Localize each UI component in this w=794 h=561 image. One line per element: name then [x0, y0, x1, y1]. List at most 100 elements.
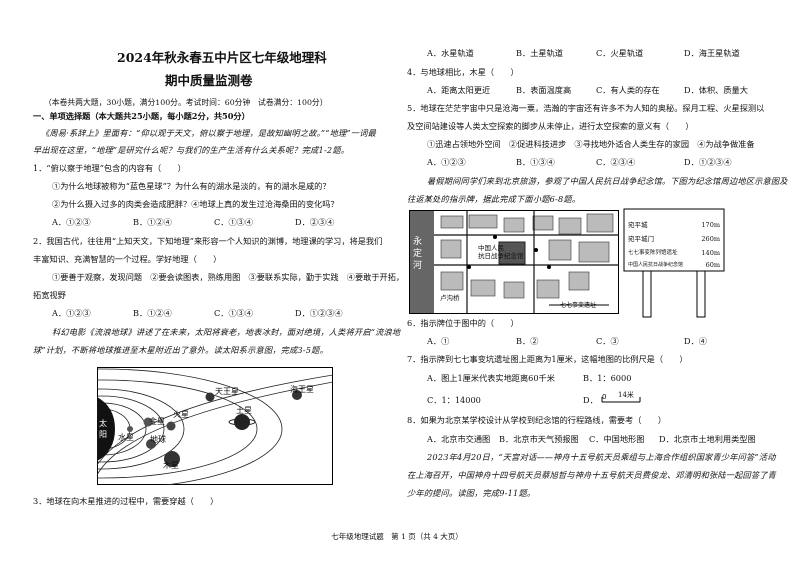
- intro-paragraph: 暑假期间同学们来到北京旅游，参观了中国人民抗日战争纪念馆。下图为纪念馆周边地区示…: [427, 176, 788, 186]
- diagram-label-venus: 金星: [149, 417, 165, 426]
- question-2-statement: ①要善于观察，发现问题 ②要会读图表，熟练用图 ③要联系实际，勤于实践 ④要敢于…: [52, 272, 405, 282]
- option[interactable]: D．④: [684, 336, 707, 346]
- option[interactable]: C．中国地形图: [589, 434, 645, 444]
- question-8-options: A．北京市交通图 B．北京市天气预报图 C．中国地形图 D．北京市土地利用类型图: [427, 434, 756, 445]
- option[interactable]: B．①②④: [133, 308, 172, 318]
- diagram-label-sun: 太阳: [99, 419, 107, 439]
- question-6-options: A．① B．② C．③ D．④: [427, 336, 707, 347]
- question-1-statement: ②为什么摄入过多的肉类会造成肥胖？④地球上真的发生过沧海桑田的变化吗？: [52, 199, 339, 209]
- map-label: 卢沟桥: [440, 294, 460, 302]
- page-subtitle: 期中质量监测卷: [165, 73, 253, 88]
- option[interactable]: B．土星轨道: [516, 48, 563, 58]
- diagram-label-jupiter: 木星: [163, 461, 179, 470]
- option[interactable]: A．水星轨道: [427, 48, 474, 58]
- option[interactable]: B．表面温度高: [516, 85, 572, 95]
- earth-shape: [146, 439, 156, 449]
- option[interactable]: C．①③④: [214, 217, 254, 227]
- map-river-label: 永定河: [413, 237, 423, 271]
- question-5-statement: ①迅速占领地外空间 ②促进科技进步 ③寻找地外适合人类生存的家园 ④为战争做准备: [427, 139, 755, 149]
- option[interactable]: D．北京市土地利用类型图: [659, 434, 756, 444]
- option[interactable]: A．①②③: [52, 217, 91, 227]
- mercury-shape: [127, 426, 133, 432]
- option[interactable]: A．①: [427, 336, 450, 346]
- option[interactable]: B．①②④: [133, 217, 172, 227]
- exam-info: （本卷共两大题，30小题，满分100分。考试时间：60分钟 试卷满分：100分）: [44, 98, 328, 107]
- question-3: 3．地球在向木星推进的过程中，需要穿越（ ）: [33, 496, 219, 506]
- page-title: 2024年秋永春五中片区七年级地理科: [117, 50, 327, 65]
- question-6: 6．指示牌位于图中的（ ）: [407, 318, 519, 328]
- intro-paragraph: 少年的提问。读图，完成9-11题。: [407, 488, 536, 498]
- direction-sign: [623, 208, 725, 318]
- option[interactable]: A．①②③: [427, 157, 466, 167]
- uranus-shape: [205, 392, 215, 402]
- mars-shape: [166, 421, 176, 431]
- intro-paragraph: 在上海召开，中国神舟十四号航天员蔡旭哲与神舟十五号航天员费俊龙、邓清明和张陆一起…: [407, 470, 777, 480]
- question-3-options: A．水星轨道 B．土星轨道 C．火星轨道 D．海王星轨道: [427, 48, 740, 59]
- option[interactable]: C．有人类的存在: [596, 85, 660, 95]
- question-5: 及空间站建设等人类太空探索的脚步从未停止，进行太空探索的意义有（ ）: [407, 121, 694, 131]
- diagram-label-mercury: 水星: [118, 433, 134, 442]
- question-7-option-a[interactable]: A．图上1厘米代表实地距离60千米: [427, 373, 555, 383]
- option[interactable]: D．体积、质量大: [684, 85, 748, 95]
- option[interactable]: D．海王星轨道: [684, 48, 740, 58]
- neptune-shape: [292, 390, 302, 400]
- option[interactable]: A．距离太阳更近: [427, 85, 491, 95]
- question-4-options: A．距离太阳更近 B．表面温度高 C．有人类的存在 D．体积、质量大: [427, 85, 748, 96]
- intro-paragraph: 2023年4月20日，“天宫对话——神舟十五号航天员乘组与上海合作组织国家青少年…: [427, 452, 776, 462]
- option[interactable]: B．①③④: [516, 157, 555, 167]
- scale-bar: 0: [601, 393, 641, 403]
- question-7-option-b[interactable]: B．1：6000: [583, 373, 632, 383]
- diagram-label-mars: 火星: [173, 410, 189, 419]
- intro-paragraph: 《周易·系辞上》里面有：“仰以观于天文，俯以察于地理，是故知幽明之故。”“地理”…: [41, 128, 376, 138]
- question-4: 4．与地球相比，木星（ ）: [407, 67, 519, 77]
- question-2-options: A．①②③ B．①②④ C．①③④ D．①②③④: [52, 308, 343, 319]
- diagram-label-earth: 地球: [150, 435, 166, 444]
- option[interactable]: D．①②③④: [684, 157, 732, 167]
- scale-bar-label: 14米: [618, 391, 634, 399]
- question-2: 2．我国古代，往往用“上知天文，下知地理”来形容一个人知识的渊博，地理课的学习，…: [33, 236, 383, 246]
- option[interactable]: C．①③④: [214, 308, 254, 318]
- map-label: 七七事变遗址: [560, 302, 597, 309]
- option[interactable]: A．①②③: [52, 308, 91, 318]
- question-1: 1．“俯以察于地理”包含的内容有（ ）: [33, 163, 186, 173]
- question-5-options: A．①②③ B．①③④ C．②③④ D．①②③④: [427, 157, 732, 168]
- area-map: [409, 210, 619, 314]
- question-1-options: A．①②③ B．①②④ C．①③④ D．②③④: [52, 217, 334, 228]
- diagram-label-neptune: 海王星: [290, 385, 314, 394]
- question-2: 丰富知识、充满智慧的一个过程。学好地理（ ）: [33, 254, 222, 264]
- map-label: 中国人民: [478, 244, 504, 252]
- option[interactable]: B．北京市天气预报图: [499, 434, 579, 444]
- intro-paragraph: 球”计划，不断将地球推进至木星附近出了意外。读太阳系示意图，完成3-5题。: [33, 345, 328, 355]
- section-heading: 一、单项选择题（本大题共25小题，每小题2分，共50分）: [33, 111, 250, 121]
- sun-shape: [97, 397, 115, 461]
- option[interactable]: C．②③④: [596, 157, 636, 167]
- svg-text:0: 0: [602, 393, 606, 401]
- option[interactable]: A．北京市交通图: [427, 434, 491, 444]
- question-7-option-d[interactable]: D．: [583, 395, 598, 405]
- intro-paragraph: 往返某处的指示牌，据此完成下面小题6-8题。: [407, 194, 581, 204]
- option[interactable]: B．②: [516, 336, 539, 346]
- diagram-label-uranus: 天王星: [215, 387, 239, 396]
- saturn-shape: [234, 414, 250, 430]
- page-footer: 七年级地理试题 第 1 页（共 4 大页）: [331, 532, 463, 541]
- option[interactable]: D．②③④: [295, 217, 335, 227]
- saturn-ring-shape: [228, 418, 256, 426]
- venus-shape: [143, 417, 153, 427]
- option[interactable]: D．①②③④: [295, 308, 343, 318]
- jupiter-shape: [164, 451, 180, 467]
- question-7-option-c[interactable]: C．1：14000: [427, 395, 481, 405]
- diagram-label-saturn: 土星: [236, 406, 252, 415]
- intro-paragraph: 科幻电影《流浪地球》讲述了在未来，太阳将衰老，地表冰封，面对绝境，人类将开启“流…: [52, 327, 401, 337]
- river-shape: [410, 211, 434, 313]
- question-8: 8．如果为北京某学校设计从学校到纪念馆的行程路线，需要考（ ）: [407, 415, 667, 425]
- question-2-statement: 拓宽视野: [33, 290, 66, 300]
- solar-system-diagram: [97, 367, 333, 485]
- question-7: 7．指示牌到七七事变坑遗址图上距离为1厘米，这幅地图的比例尺是（ ）: [407, 354, 688, 364]
- question-5: 5．地球在茫茫宇宙中只是沧海一粟，浩瀚的宇宙还有许多不为人知的奥秘。探月工程、火…: [407, 103, 765, 113]
- option[interactable]: C．火星轨道: [596, 48, 644, 58]
- option[interactable]: C．③: [596, 336, 619, 346]
